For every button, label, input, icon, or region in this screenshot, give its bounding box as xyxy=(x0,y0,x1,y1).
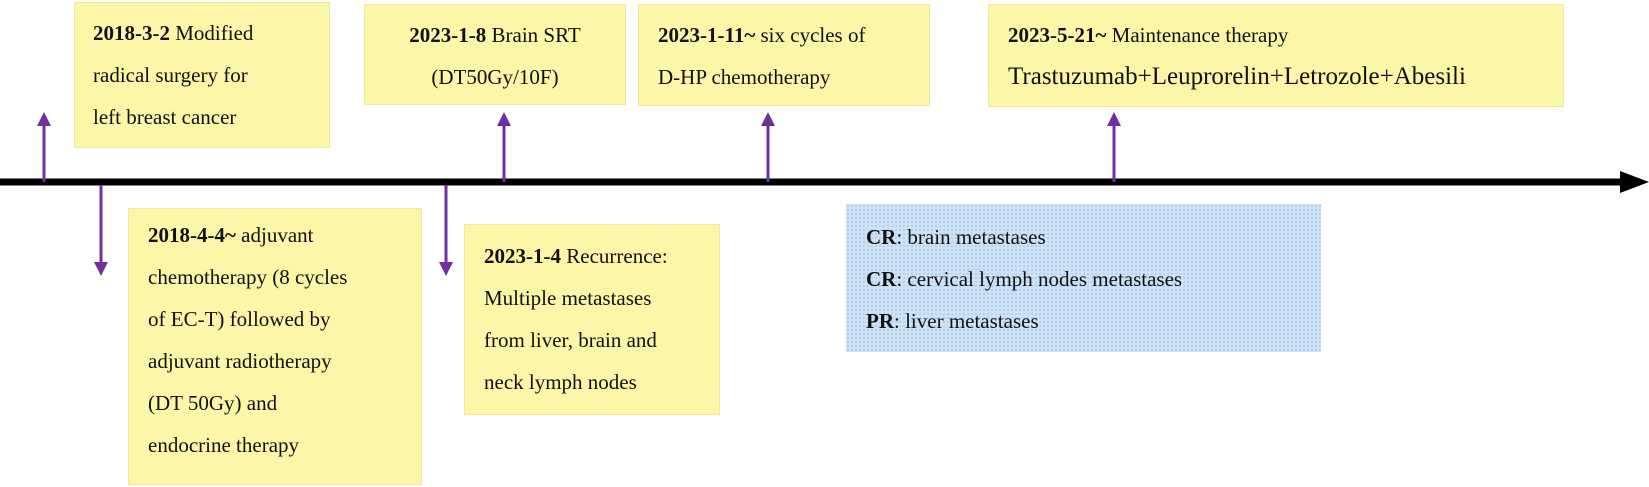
response-item: PR: liver metastases xyxy=(866,300,1321,342)
event-text: Multiple metastases xyxy=(484,286,652,310)
response-text: : brain metastases xyxy=(896,225,1046,249)
event-text: six cycles of xyxy=(760,23,866,47)
arrow-2023-1-8 xyxy=(497,112,511,182)
response-label: CR xyxy=(866,267,897,291)
event-text: Brain SRT xyxy=(491,23,581,47)
event-box-2018-3-2: 2018-3-2 Modified radical surgery for le… xyxy=(74,2,330,148)
response-text: : liver metastases xyxy=(894,309,1039,333)
event-text: Recurrence: xyxy=(566,244,668,268)
event-date: 2018-3-2 xyxy=(93,21,170,45)
event-text: chemotherapy (8 cycles xyxy=(148,265,348,289)
event-box-2023-1-4: 2023-1-4 Recurrence: Multiple metastases… xyxy=(464,224,720,415)
event-text: of EC-T) followed by xyxy=(148,307,331,331)
arrow-2018-4-4 xyxy=(94,185,108,276)
event-text: (DT50Gy/10F) xyxy=(431,65,559,89)
event-box-2023-1-11: 2023-1-11~ six cycles of D-HP chemothera… xyxy=(638,4,930,106)
arrow-2023-1-11 xyxy=(761,112,775,182)
event-text: left breast cancer xyxy=(93,105,237,129)
arrow-2023-1-4 xyxy=(439,185,453,276)
event-text: from liver, brain and xyxy=(484,328,657,352)
event-box-2018-4-4: 2018-4-4~ adjuvant chemotherapy (8 cycle… xyxy=(128,208,422,485)
event-date: 2023-5-21~ xyxy=(1008,23,1107,47)
response-label: PR xyxy=(866,309,894,333)
response-text: : cervical lymph nodes metastases xyxy=(896,267,1183,291)
event-text: adjuvant radiotherapy xyxy=(148,349,332,373)
event-text: (DT 50Gy) and xyxy=(148,391,278,415)
response-item: CR: cervical lymph nodes metastases xyxy=(866,258,1321,300)
event-text: Maintenance therapy xyxy=(1111,23,1289,47)
event-text: neck lymph nodes xyxy=(484,370,637,394)
arrow-2018-3-2 xyxy=(37,112,51,182)
event-box-2023-5-21: 2023-5-21~ Maintenance therapy Trastuzum… xyxy=(988,4,1564,107)
event-date: 2018-4-4~ xyxy=(148,223,236,247)
event-date: 2023-1-8 xyxy=(409,23,487,47)
event-text: Trastuzumab+Leuprorelin+Letrozole+Abesil… xyxy=(1008,63,1466,90)
response-box: CR: brain metastases CR: cervical lymph … xyxy=(846,204,1321,352)
response-item: CR: brain metastases xyxy=(866,216,1321,258)
event-text: Modified xyxy=(175,21,254,45)
response-label: CR xyxy=(866,225,897,249)
event-date: 2023-1-4 xyxy=(484,244,561,268)
event-text: adjuvant xyxy=(241,223,314,247)
arrow-2023-5-21 xyxy=(1107,112,1121,182)
event-text: endocrine therapy xyxy=(148,433,300,457)
event-text: D-HP chemotherapy xyxy=(658,65,831,89)
event-box-2023-1-8: 2023-1-8 Brain SRT (DT50Gy/10F) xyxy=(364,4,626,105)
timeline-arrowhead xyxy=(1620,171,1649,193)
event-text: radical surgery for xyxy=(93,63,248,87)
event-date: 2023-1-11~ xyxy=(658,23,756,47)
